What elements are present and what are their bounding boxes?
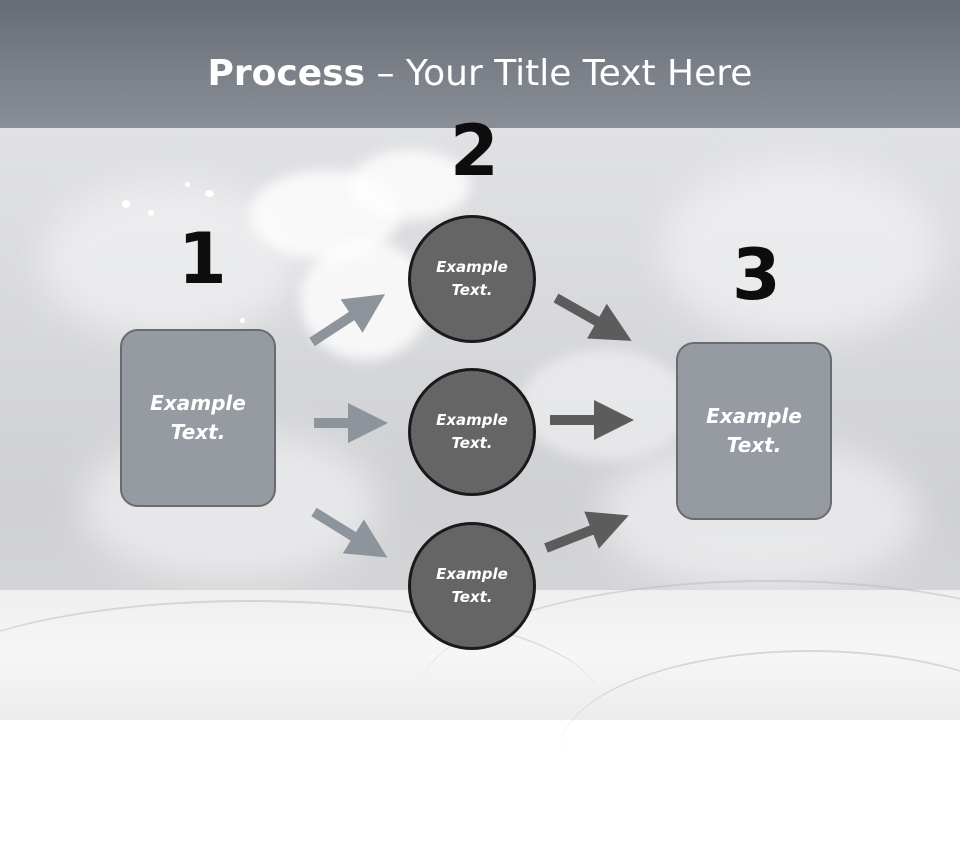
- slide-title: Process – Your Title Text Here: [0, 52, 960, 96]
- arrow-box1-to-circle-bottom: [311, 507, 388, 558]
- arrow-circle-top-to-box3: [553, 293, 632, 341]
- step-2-circle-top: Example Text.: [408, 215, 536, 343]
- arrow-box1-to-circle-top: [309, 294, 386, 347]
- title-bold-part: Process: [207, 53, 366, 94]
- arrow-circle-bottom-to-box3: [544, 511, 629, 553]
- circle-bottom-text: Example Text.: [436, 565, 508, 606]
- step-1-box: Example Text.: [120, 329, 276, 507]
- step-2-circle-middle: Example Text.: [408, 368, 536, 496]
- circle-middle-text: Example Text.: [436, 411, 508, 452]
- circle-top-text: Example Text.: [436, 258, 508, 299]
- title-rest-part: – Your Title Text Here: [365, 53, 753, 94]
- title-bar: [0, 0, 960, 128]
- step-3-text: Example Text.: [706, 404, 802, 457]
- step-number-2: 2: [450, 110, 499, 192]
- step-3-box: Example Text.: [676, 342, 832, 520]
- step-number-3: 3: [732, 234, 781, 316]
- step-number-1: 1: [178, 218, 227, 300]
- step-2-circle-bottom: Example Text.: [408, 522, 536, 650]
- step-1-text: Example Text.: [150, 391, 246, 444]
- process-arrows: [309, 293, 634, 558]
